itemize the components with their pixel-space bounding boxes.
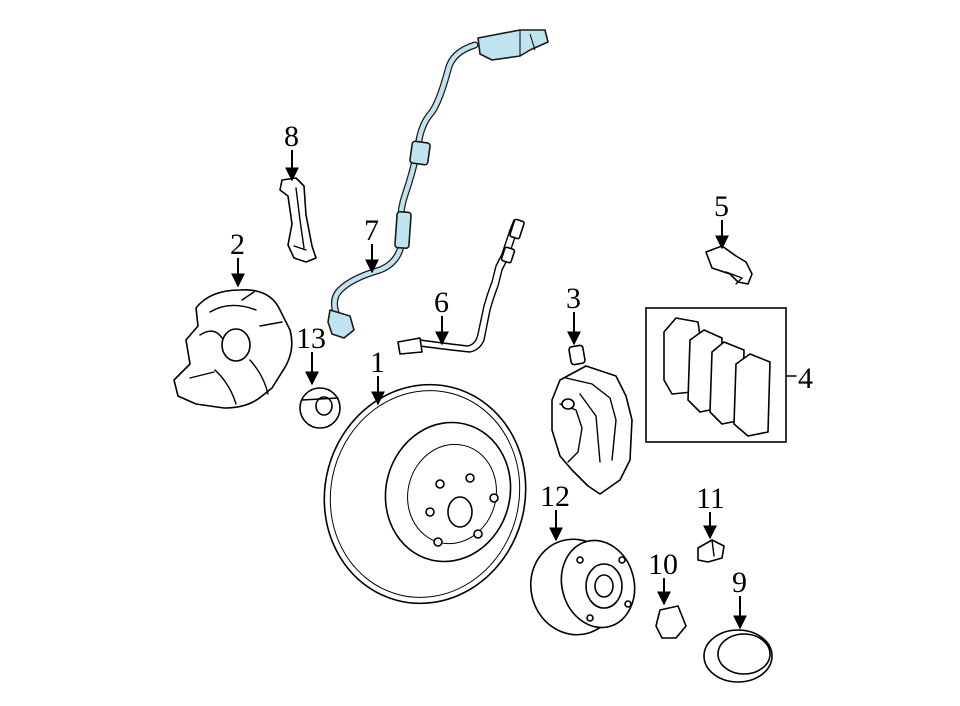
callout-9: 9: [732, 566, 747, 599]
bolt-part[interactable]: [697, 539, 725, 563]
dust-cap-part[interactable]: [703, 629, 773, 683]
callout-8: 8: [284, 120, 299, 153]
callout-labels: 1 2 3 4 5 6 7 8 9 10 11 12 13: [230, 120, 813, 599]
spacer-part[interactable]: [299, 387, 341, 429]
abs-sensor-part[interactable]: [327, 29, 549, 339]
callout-10: 10: [648, 548, 678, 581]
callout-6: 6: [434, 286, 449, 319]
brake-hose-part[interactable]: [397, 218, 525, 355]
callout-1: 1: [370, 346, 385, 379]
hub-part[interactable]: [520, 529, 644, 645]
callout-12: 12: [540, 480, 570, 513]
bleeder-part[interactable]: [705, 245, 753, 285]
callout-5: 5: [714, 190, 729, 223]
callout-arrows: [231, 150, 747, 630]
callout-13: 13: [296, 322, 326, 355]
callout-7: 7: [364, 214, 379, 247]
callout-3: 3: [566, 282, 581, 315]
rotor-part[interactable]: [300, 362, 550, 626]
bracket-part[interactable]: [279, 177, 317, 263]
callout-11: 11: [696, 482, 725, 515]
callout-2: 2: [230, 228, 245, 261]
callout-4: 4: [798, 362, 813, 395]
brake-pads-part[interactable]: [645, 307, 797, 443]
caliper-part[interactable]: [551, 344, 633, 495]
splash-shield-part[interactable]: [173, 289, 293, 409]
nut-part[interactable]: [655, 605, 687, 639]
